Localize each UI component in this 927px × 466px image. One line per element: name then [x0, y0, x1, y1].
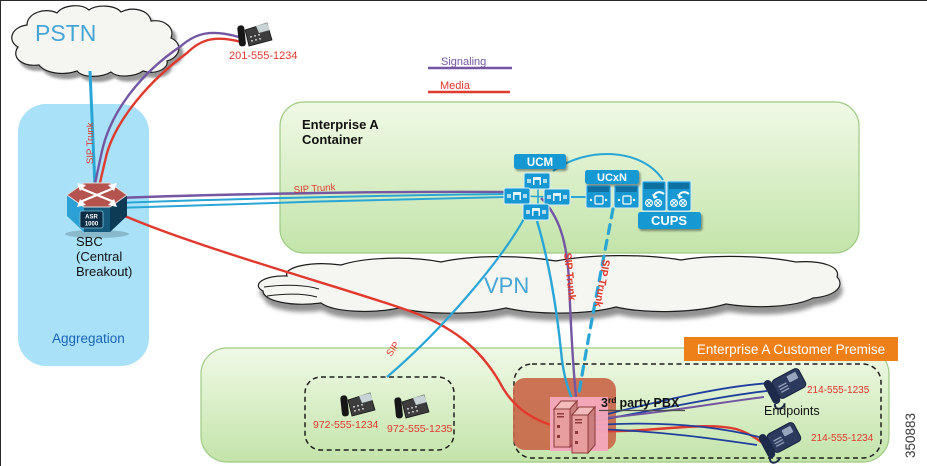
sbc-label-line3: Breakout)	[76, 264, 132, 279]
line-media-sbc-pbx	[108, 207, 555, 428]
router-arrows-icon	[77, 183, 117, 207]
ucxn-server-icon	[585, 184, 612, 209]
cups-nodes	[641, 180, 692, 212]
ucm-server-icon	[523, 172, 551, 190]
endpoint-phone-1-number: 214-555-1235	[807, 385, 870, 396]
cups-server-icon	[666, 180, 692, 212]
pstn-cloud	[11, 5, 180, 77]
asr-badge-line1: ASR	[85, 215, 98, 221]
third-party-pbx-icon	[550, 397, 608, 454]
line-pbx-endpoint2-a	[594, 422, 760, 438]
sbc-label-line2: (Central	[76, 249, 122, 264]
figure-number: 350883	[903, 413, 918, 458]
line-ucm-pbx	[535, 220, 574, 400]
enterprise-a-container-region	[279, 101, 860, 254]
asr-badge	[79, 210, 104, 229]
aggregation-label: Aggregation	[52, 331, 125, 346]
pbx-label-rest: party PBX	[619, 396, 679, 410]
line-pbx-endpoint2-b	[594, 428, 758, 446]
customer-premise-title: Enterprise A Customer Premise	[697, 342, 885, 357]
line-sip-ucm-sitephones	[386, 216, 526, 378]
site-phone-2-number: 972-555-1235	[387, 423, 453, 435]
sbc-label-line1: SBC	[76, 234, 103, 249]
ucxn-label: UCxN	[597, 172, 627, 184]
pbx-server-icon	[571, 406, 596, 454]
line-pstn-sbc	[88, 70, 97, 188]
cups-server-icon	[641, 180, 667, 212]
ucm-server-icon	[522, 203, 550, 221]
ucm-label-box: UCM	[514, 154, 566, 169]
ucxn-label-box: UCxN	[585, 170, 639, 184]
cups-label-box: CUPS	[638, 212, 701, 229]
pstn-label: PSTN	[35, 20, 96, 46]
pstn-phone-number: 201-555-1234	[229, 50, 298, 62]
pbx-label-num: 3	[601, 396, 608, 410]
cups-label: CUPS	[651, 213, 687, 228]
vpn-cloud-detail	[263, 284, 320, 298]
site-phone-1-number: 972-555-1234	[313, 419, 379, 431]
line-signaling-pbx-endpoint1	[594, 396, 765, 420]
legend-signaling-label: Signaling	[441, 56, 486, 68]
vpn-label: VPN	[484, 273, 529, 298]
line-signaling-sbc-ucm	[116, 190, 510, 200]
legend: Signaling Media	[428, 56, 512, 94]
customer-premise-title-box: Enterprise A Customer Premise	[684, 337, 898, 361]
ucm-label: UCM	[527, 157, 553, 169]
ucm-server-icon	[543, 188, 571, 206]
sip-trunk-ucm-pbx-label: SIP Trunk	[561, 252, 578, 301]
vpn-cloud	[257, 255, 841, 314]
site-phones-dashed-box	[304, 376, 455, 451]
line-sbc-ucm-a	[116, 193, 508, 204]
container-title-line2: Container	[302, 132, 363, 147]
line-pbx-endpoint1-a	[594, 382, 772, 418]
line-media-topphone-sbc	[96, 37, 242, 192]
sip-trunk-sbc-ucm-label: SIP Trunk	[293, 182, 335, 196]
container-title-line1: Enterprise A	[302, 117, 379, 132]
endpoints-label: Endpoints	[764, 404, 820, 418]
aggregation-region	[18, 104, 149, 366]
line-sbc-ucm-b	[116, 196, 508, 209]
ucxn-server-icon	[613, 184, 640, 209]
pstn-phone-icon	[236, 22, 273, 48]
ucm-server-icon	[503, 187, 531, 205]
line-ucxn-pbx-dashed	[577, 207, 615, 395]
sip-trunk-pstn-sbc-label: SIP Trunk	[85, 122, 96, 164]
pbx-label-sup: rd	[608, 395, 617, 405]
legend-media-label: Media	[440, 80, 471, 92]
endpoint-phone-2-number: 214-555-1234	[811, 433, 874, 444]
asr-badge-line2: 1000	[85, 222, 99, 228]
line-signaling-topphone-sbc	[92, 31, 240, 190]
line-signaling-ucm-pbx	[540, 197, 578, 398]
sbc-router-icon: ASR 1000	[65, 182, 129, 238]
